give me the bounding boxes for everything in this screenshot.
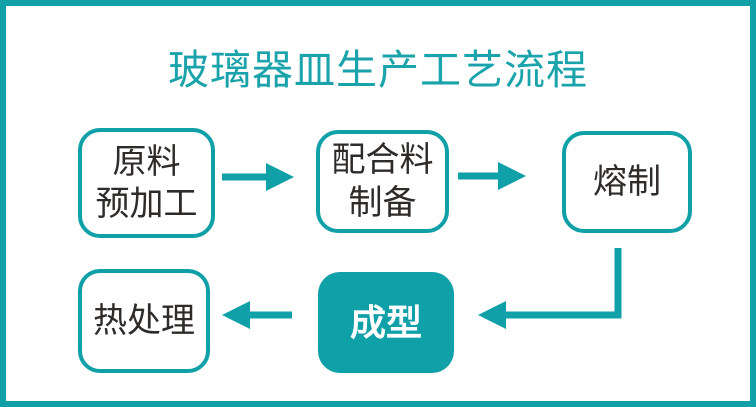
flow-node-label: 原料 预加工: [95, 142, 198, 224]
flow-node-label: 熔制: [593, 162, 661, 201]
elbow-arrow-icon-melt-to-form: [478, 248, 622, 329]
arrow-right-icon-batch-to-melt: [458, 162, 526, 190]
flow-node-forming: 成型: [318, 272, 454, 373]
flow-node-melting: 熔制: [562, 131, 692, 233]
arrow-right-icon-pretreat-to-batch: [222, 163, 294, 191]
flow-node-batch-preparation: 配合料 制备: [316, 130, 449, 233]
flow-node-label: 配合料 制备: [331, 141, 434, 222]
flow-node-heat-treatment: 热处理: [78, 269, 210, 373]
arrow-left-icon-form-to-heat: [222, 301, 292, 329]
diagram-title: 玻璃器皿生产工艺流程: [168, 47, 588, 93]
flow-node-label: 成型: [349, 302, 422, 343]
flow-node-raw-pretreatment: 原料 预加工: [78, 128, 215, 238]
flow-node-label: 热处理: [93, 301, 195, 340]
